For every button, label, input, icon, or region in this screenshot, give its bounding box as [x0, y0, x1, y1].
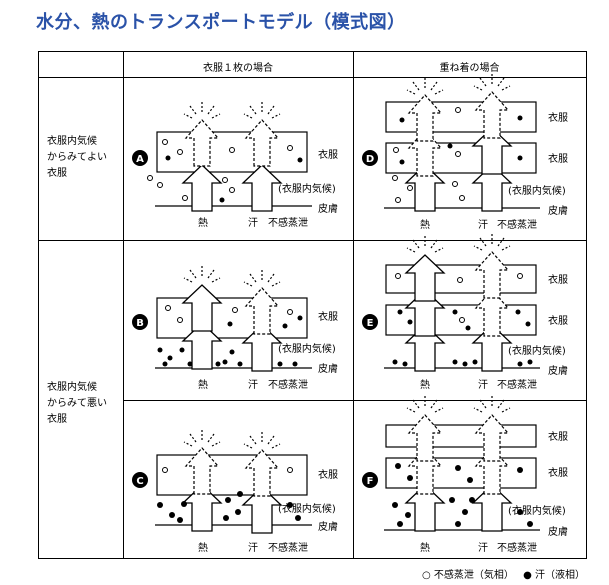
svg-text:汗: 汗	[478, 218, 488, 231]
header-layered: 重ね着の場合	[439, 63, 500, 74]
label-insensible: 不感蒸泄	[268, 216, 308, 229]
label-clothing: 衣服	[318, 148, 338, 161]
model-table: 衣服１枚の場合 重ね着の場合 衣服内気候 からみてよい 衣服 衣服内気候 からみ…	[38, 51, 587, 559]
svg-text:汗: 汗	[478, 541, 488, 554]
panel-e: E 衣服 衣服 (衣服内気候) 皮膚 熱 汗 不感蒸泄	[362, 233, 568, 391]
svg-text:A: A	[136, 154, 144, 165]
svg-text:E: E	[367, 318, 374, 329]
label-skin: 皮膚	[318, 202, 338, 215]
page-title: 水分、熱のトランスポートモデル（模式図）	[36, 12, 406, 33]
svg-text:皮膚: 皮膚	[318, 520, 338, 533]
svg-text:(衣服内気候): (衣服内気候)	[278, 502, 336, 515]
panel-a: A 衣服 (衣服内気候) 皮膚 熱 汗 不感蒸泄	[132, 101, 338, 229]
svg-text:熱: 熱	[198, 378, 208, 391]
svg-text:衣服: 衣服	[548, 430, 568, 443]
svg-text:F: F	[367, 476, 374, 487]
svg-text:(衣服内気候): (衣服内気候)	[508, 184, 566, 197]
svg-text:皮膚: 皮膚	[548, 525, 568, 538]
header-single: 衣服１枚の場合	[203, 63, 273, 74]
svg-text:(衣服内気候): (衣服内気候)	[508, 504, 566, 517]
label-micro: (衣服内気候)	[278, 182, 336, 195]
svg-text:不感蒸泄: 不感蒸泄	[497, 541, 537, 554]
svg-text:皮膚: 皮膚	[548, 364, 568, 377]
svg-text:不感蒸泄: 不感蒸泄	[268, 541, 308, 554]
legend-liquid: ● 汗（液相）	[523, 570, 585, 581]
svg-text:衣服: 衣服	[548, 466, 568, 479]
svg-text:衣服: 衣服	[318, 310, 338, 323]
panel-badge	[132, 150, 148, 166]
label-heat: 熱	[198, 216, 208, 229]
svg-text:皮膚: 皮膚	[548, 204, 568, 217]
row-label-good: 衣服内気候 からみてよい 衣服	[47, 136, 107, 179]
svg-text:衣服: 衣服	[548, 314, 568, 327]
legend-vapor: ○ 不感蒸泄（気相）	[422, 570, 514, 581]
svg-text:不感蒸泄: 不感蒸泄	[497, 218, 537, 231]
svg-text:不感蒸泄: 不感蒸泄	[268, 378, 308, 391]
svg-text:不感蒸泄: 不感蒸泄	[497, 378, 537, 391]
svg-text:熱: 熱	[198, 541, 208, 554]
column-divider-1	[123, 52, 124, 558]
label-sweat: 汗	[248, 216, 258, 229]
svg-text:B: B	[136, 318, 144, 329]
svg-text:衣服: 衣服	[548, 152, 568, 165]
svg-text:熱: 熱	[420, 378, 430, 391]
panel-b: B 衣服 (衣服内気候) 皮膚 熱 汗 不感蒸泄	[132, 265, 338, 391]
svg-text:衣服: 衣服	[548, 273, 568, 286]
row-label-bad: 衣服内気候 からみて悪い 衣服	[47, 382, 107, 425]
svg-text:熱: 熱	[420, 218, 430, 231]
svg-text:D: D	[366, 154, 374, 165]
svg-text:汗: 汗	[248, 541, 258, 554]
svg-text:C: C	[136, 476, 143, 487]
svg-text:皮膚: 皮膚	[318, 362, 338, 375]
subrow-divider	[123, 400, 586, 401]
row-divider	[39, 240, 586, 241]
svg-text:衣服: 衣服	[318, 468, 338, 481]
panel-f: F 衣服 衣服 (衣服内気候) 皮膚 熱 汗 不感蒸泄	[362, 395, 568, 554]
svg-text:熱: 熱	[420, 541, 430, 554]
legend: ○ 不感蒸泄（気相） ● 汗（液相）	[422, 566, 585, 581]
svg-text:衣服: 衣服	[548, 111, 568, 124]
panel-d: D 衣服 衣服 (衣服内気候) 皮膚 熱 汗 不感蒸泄	[362, 73, 568, 231]
panel-c: C 衣服 (衣服内気候) 皮膚 熱 汗 不感蒸泄	[132, 429, 338, 554]
column-divider-2	[353, 52, 354, 558]
svg-text:(衣服内気候): (衣服内気候)	[508, 344, 566, 357]
header-divider	[39, 77, 586, 78]
svg-text:(衣服内気候): (衣服内気候)	[278, 342, 336, 355]
svg-text:汗: 汗	[248, 378, 258, 391]
svg-text:汗: 汗	[478, 378, 488, 391]
